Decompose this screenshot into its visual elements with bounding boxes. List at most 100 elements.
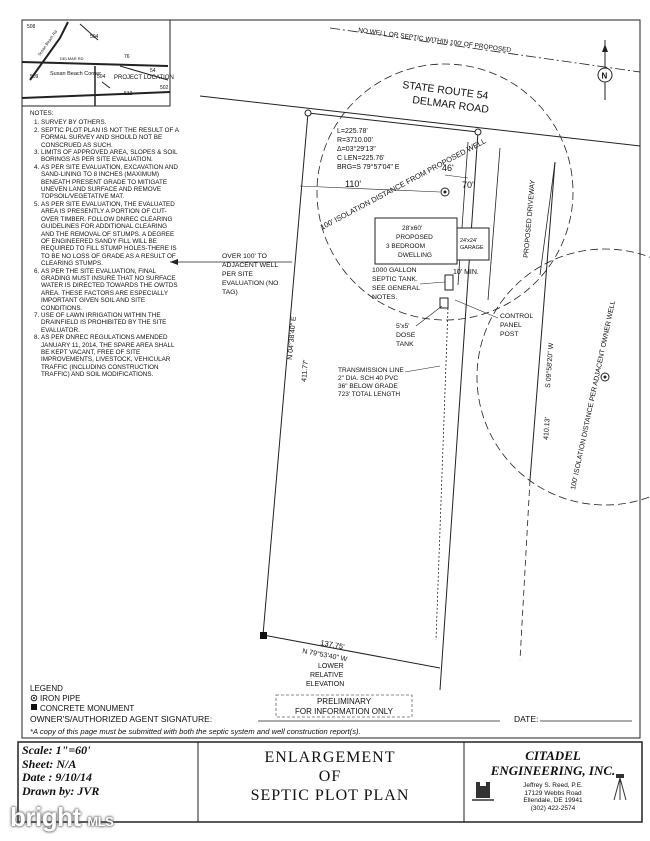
svg-text:10' MIN.: 10' MIN.: [453, 269, 479, 276]
svg-text:508: 508: [27, 24, 36, 30]
svg-text:Susan Beach Corner: Susan Beach Corner: [50, 71, 101, 77]
svg-text:S 09°58'20" W: S 09°58'20" W: [544, 342, 555, 388]
svg-text:TRANSMISSION LINE: TRANSMISSION LINE: [338, 367, 404, 374]
svg-text:PANEL: PANEL: [500, 322, 522, 329]
svg-text:GARAGE: GARAGE: [460, 245, 484, 251]
svg-text:502: 502: [160, 85, 169, 91]
svg-text:DELMAR RD: DELMAR RD: [60, 56, 84, 61]
svg-text:NOTES.: NOTES.: [372, 294, 397, 301]
svg-text:OWNER'S/AUTHORIZED AGENT SIGNA: OWNER'S/AUTHORIZED AGENT SIGNATURE:: [30, 714, 212, 724]
svg-text:RELATIVE: RELATIVE: [310, 672, 344, 679]
svg-text:SEPTIC TANK.: SEPTIC TANK.: [372, 276, 418, 283]
copy-note: *A copy of this page must be submitted w…: [30, 727, 361, 736]
svg-text:504: 504: [90, 34, 99, 40]
svg-text:504: 504: [97, 74, 106, 80]
svg-text:N: N: [602, 72, 608, 81]
svg-text:C LEN=225.76': C LEN=225.76': [337, 155, 384, 162]
septic-tank-icon: [444, 274, 454, 291]
septic-tank-label: 1000 GALLON SEPTIC TANK. SEE GENERAL NOT…: [372, 267, 446, 301]
dose-tank-icon: [439, 297, 449, 309]
svg-text:512: 512: [124, 91, 133, 97]
isolation2-label: 100' ISOLATION DISTANCE PER ADJACENT OWN…: [570, 300, 617, 490]
svg-text:DWELLING: DWELLING: [398, 252, 432, 259]
control-panel-label: CONTROL PANEL POST: [454, 299, 533, 338]
svg-text:2" DIA. SCH 40 PVC: 2" DIA. SCH 40 PVC: [338, 375, 398, 382]
svg-text:PROPOSED DRIVEWAY: PROPOSED DRIVEWAY: [523, 179, 537, 258]
title-block-info: Scale: 1"=60' Sheet: N/A Date : 9/10/14 …: [22, 743, 202, 798]
svg-text:PROJECT LOCATION: PROJECT LOCATION: [114, 75, 174, 81]
svg-text:36" BELOW GRADE: 36" BELOW GRADE: [338, 383, 398, 390]
scale-text: Scale: 1"=60': [22, 743, 91, 757]
svg-text:DOSE: DOSE: [396, 332, 416, 339]
svg-text:N 04°38'40" E: N 04°38'40" E: [286, 316, 298, 360]
svg-text:5'x5': 5'x5': [396, 323, 410, 330]
note-item: AS PER SITE EVALUATION, EXCAVATION AND S…: [41, 164, 180, 201]
svg-text:FOR INFORMATION ONLY: FOR INFORMATION ONLY: [295, 707, 394, 716]
svg-text:PRELIMINARY: PRELIMINARY: [317, 697, 372, 706]
general-notes: NOTES: SURVEY BY OTHERS. SEPTIC PLOT PLA…: [30, 110, 180, 379]
svg-text:L=225.78': L=225.78': [337, 128, 368, 135]
drawing-title: ENLARGEMENT OF SEPTIC PLOT PLAN: [250, 749, 410, 804]
note-item: AS PER THE SITE EVALUATION, FINAL GRADIN…: [41, 268, 180, 312]
adjacent-well-icon: [600, 372, 610, 382]
proposed-garage: 24'x24' GARAGE: [456, 227, 490, 261]
svg-text:46': 46': [442, 163, 454, 173]
preliminary-stamp: PRELIMINARY FOR INFORMATION ONLY: [275, 694, 413, 718]
note-item: AS PER SITE EVALUATION, THE EVALUATED AR…: [41, 201, 180, 268]
transmission-line: TRANSMISSION LINE 2" DIA. SCH 40 PVC 36"…: [338, 307, 449, 641]
svg-text:LOWER: LOWER: [318, 663, 344, 670]
svg-text:PER SITE: PER SITE: [222, 271, 253, 278]
svg-text:CONCRETE MONUMENT: CONCRETE MONUMENT: [40, 704, 134, 713]
concrete-monument-legend-icon: [31, 704, 37, 710]
svg-text:1000 GALLON: 1000 GALLON: [372, 267, 417, 274]
svg-text:110': 110': [345, 179, 361, 189]
company-address: Jeffrey S. Reed, P.E. 17129 Webbs Road E…: [523, 782, 583, 812]
svg-text:137.75': 137.75': [320, 638, 346, 651]
company-name: CITADEL ENGINEERING, INC.: [490, 748, 616, 778]
svg-text:Δ=03°29'13": Δ=03°29'13": [337, 145, 376, 153]
svg-text:R=3710.00': R=3710.00': [337, 137, 373, 144]
svg-text:POST: POST: [500, 331, 519, 338]
notes-title: NOTES:: [30, 110, 54, 117]
note-item: SURVEY BY OTHERS.: [41, 119, 180, 126]
svg-text:EVALUATION (NO: EVALUATION (NO: [222, 280, 278, 287]
svg-text:TANK: TANK: [396, 341, 414, 348]
note-item: AS PER DNREC REGULATIONS AMENDED JANUARY…: [41, 334, 180, 378]
svg-text:509: 509: [30, 74, 39, 80]
property-boundary: N 04°38'40" E 411.77' 137.75' N 79°53'40…: [260, 109, 556, 691]
svg-text:28'x60': 28'x60': [402, 225, 422, 232]
sheet-border: [21, 19, 641, 739]
svg-text:IRON PIPE: IRON PIPE: [40, 694, 80, 703]
svg-text:ELEVATION: ELEVATION: [306, 681, 344, 688]
note-item: USE OF LAWN IRRIGATION WITHIN THE DRAINF…: [41, 312, 180, 334]
citadel-logo-icon: [472, 782, 494, 801]
isolation-circle-adjacent-well: [476, 248, 650, 506]
note-item: LIMITS OF APPROVED AREA, SLOPES & SOIL B…: [41, 149, 180, 164]
svg-text:70': 70': [462, 180, 474, 190]
svg-text:3 BEDROOM: 3 BEDROOM: [386, 243, 425, 250]
isolation-circle-proposed-well: [316, 63, 574, 321]
svg-text:411.77': 411.77': [301, 359, 310, 382]
signature-line: OWNER'S/AUTHORIZED AGENT SIGNATURE: DATE…: [30, 714, 632, 724]
date-text: Date : 9/10/14: [22, 770, 92, 784]
curve-data: L=225.78' R=3710.00' Δ=03°29'13" C LEN=2…: [337, 128, 400, 171]
svg-text:76: 76: [124, 54, 130, 60]
drawn-by-text: Drawn by: JVR: [22, 783, 100, 798]
svg-text:723' TOTAL LENGTH: 723' TOTAL LENGTH: [338, 391, 400, 398]
lower-elevation-label: LOWER RELATIVE ELEVATION: [306, 663, 344, 688]
proposed-driveway: PROPOSED DRIVEWAY: [457, 141, 556, 301]
svg-text:BRG=S 79°57'04" E: BRG=S 79°57'04" E: [337, 163, 400, 171]
svg-text:24'x24': 24'x24': [460, 238, 477, 244]
svg-text:54: 54: [150, 68, 156, 74]
svg-text:CONTROL: CONTROL: [500, 313, 533, 320]
state-route-road: NO WELL OR SEPTIC WITHIN 100' OF PROPOSE…: [199, 27, 641, 147]
location-map: 508 504 Susan Beach Rd DELMAR RD 76 54 5…: [21, 19, 174, 107]
proposed-well-icon: [440, 187, 450, 197]
proposed-dwelling: 28'x60' PROPOSED 3 BEDROOM DWELLING: [374, 217, 458, 265]
svg-text:PROPOSED: PROPOSED: [396, 234, 433, 241]
svg-text:LEGEND: LEGEND: [30, 684, 63, 693]
svg-text:SEE GENERAL: SEE GENERAL: [372, 285, 420, 292]
svg-text:OVER 100' TO: OVER 100' TO: [222, 253, 267, 260]
sheet-text: Sheet: N/A: [22, 756, 77, 771]
